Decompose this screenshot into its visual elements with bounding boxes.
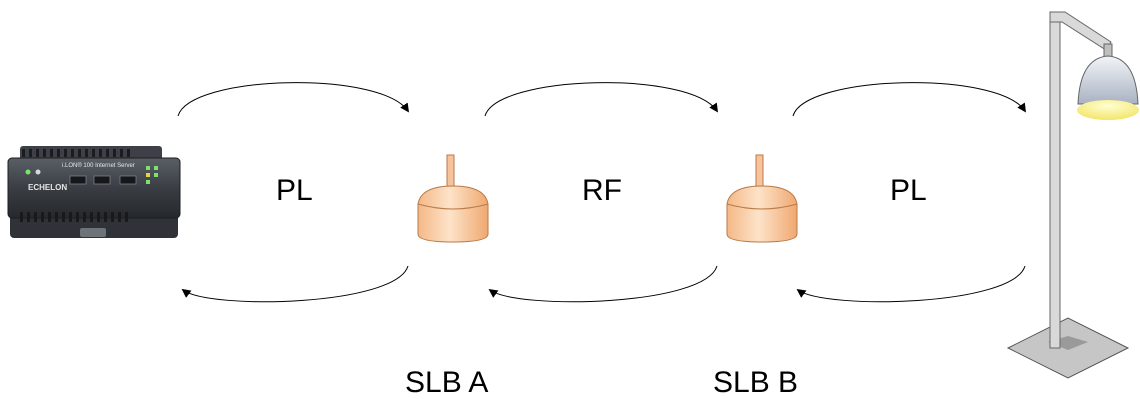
device-model-text: i.LON® 100 Internet Server xyxy=(62,162,135,169)
link-arrows xyxy=(177,82,1026,303)
power-led-icon xyxy=(25,169,31,175)
port-1-icon xyxy=(69,175,87,185)
link-3-label: PL xyxy=(890,174,927,207)
device-brand-text: ECHELON xyxy=(28,183,67,192)
port-3-icon xyxy=(119,175,137,185)
link-2-forward-arrow xyxy=(484,82,718,117)
vent-slots-bottom xyxy=(20,212,128,222)
street-lamp-icon xyxy=(1006,11,1139,379)
bridge-a-label: SLB A xyxy=(405,366,489,399)
ilon-server-device: i.LON® 100 Internet Server ECHELON xyxy=(7,146,181,238)
link-2-label: RF xyxy=(582,174,622,207)
link-3-return-arrow xyxy=(796,265,1026,303)
bridge-b-label: SLB B xyxy=(713,366,799,399)
link-2-return-arrow xyxy=(488,265,718,303)
vent-slots-top xyxy=(22,149,130,157)
bridge-b-icon xyxy=(726,154,798,243)
link-1-return-arrow xyxy=(181,265,409,303)
link-3-forward-arrow xyxy=(792,82,1026,117)
link-1-forward-arrow xyxy=(177,82,410,117)
link-1-label: PL xyxy=(276,174,313,207)
status-led-icon xyxy=(35,169,41,175)
bridge-a-icon xyxy=(417,154,489,243)
port-2-icon xyxy=(93,175,111,185)
